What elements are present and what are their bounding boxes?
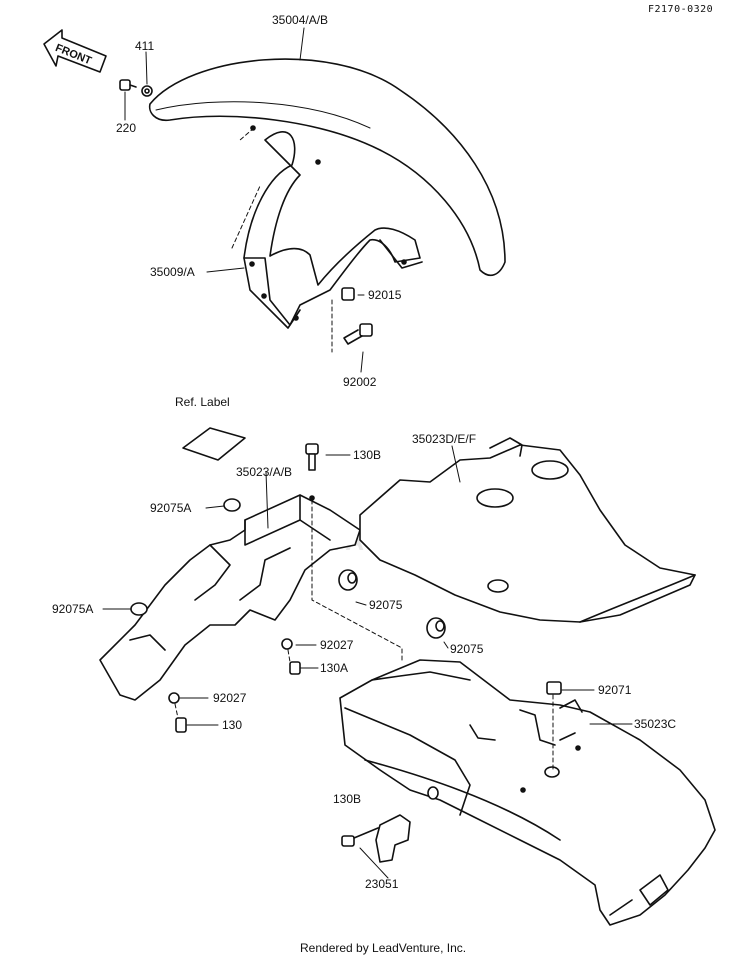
bolt-92002-icon bbox=[343, 323, 373, 345]
bolt-130a-icon bbox=[289, 661, 301, 675]
clamp-23051-icon bbox=[375, 814, 411, 863]
collar-92027-b-icon bbox=[168, 692, 180, 704]
part-92027-label-2[interactable]: 92027 bbox=[213, 691, 247, 705]
nut-92015-icon bbox=[341, 287, 355, 301]
bolt-220-icon bbox=[119, 79, 137, 91]
bolt-130b-bottom-icon bbox=[341, 827, 379, 847]
rear-fender-front-piece bbox=[99, 494, 361, 701]
bolt-130-icon bbox=[175, 717, 187, 733]
part-130-label[interactable]: 130 bbox=[222, 718, 243, 732]
diagram-code: F2170-0320 bbox=[648, 4, 714, 15]
front-fender bbox=[148, 58, 506, 277]
inner-fender bbox=[339, 659, 716, 926]
ref-label-text: Ref. Label bbox=[175, 395, 230, 409]
nut-92071-icon bbox=[546, 681, 562, 695]
part-92075-label-1[interactable]: 92075 bbox=[369, 598, 403, 612]
grommet-92075a-icon bbox=[223, 498, 241, 512]
part-130b-top-label[interactable]: 130B bbox=[353, 448, 382, 462]
part-35023ab-label[interactable]: 35023/A/B bbox=[236, 465, 293, 479]
part-92071-label[interactable]: 92071 bbox=[598, 683, 632, 697]
grommet-92075-b-icon bbox=[426, 617, 446, 639]
ref-label-icon bbox=[182, 427, 246, 461]
rear-fender-rear-piece bbox=[359, 437, 696, 623]
fender-stay bbox=[243, 131, 423, 329]
part-35023c-label[interactable]: 35023C bbox=[634, 717, 677, 731]
part-23051-label[interactable]: 23051 bbox=[365, 877, 399, 891]
part-92027-label-1[interactable]: 92027 bbox=[320, 638, 354, 652]
front-arrow-icon bbox=[43, 29, 107, 73]
leader-lines bbox=[102, 27, 633, 879]
part-35023def-label[interactable]: 35023D/E/F bbox=[412, 432, 477, 446]
part-92075a-label-2[interactable]: 92075A bbox=[52, 602, 94, 616]
washer-411-icon bbox=[141, 85, 153, 97]
part-35009-label[interactable]: 35009/A bbox=[150, 265, 195, 279]
part-130a-label[interactable]: 130A bbox=[320, 661, 349, 675]
part-220-label[interactable]: 220 bbox=[116, 121, 137, 135]
part-92075a-label-1[interactable]: 92075A bbox=[150, 501, 192, 515]
part-92075-label-2[interactable]: 92075 bbox=[450, 642, 484, 656]
part-411-label[interactable]: 411 bbox=[135, 39, 155, 53]
part-35004-label[interactable]: 35004/A/B bbox=[272, 13, 329, 27]
collar-92027-icon bbox=[281, 638, 293, 650]
part-130b-bottom-label[interactable]: 130B bbox=[333, 792, 362, 806]
part-92015-label[interactable]: 92015 bbox=[368, 288, 402, 302]
grommet-92075-icon bbox=[338, 569, 358, 591]
bolt-130b-top-icon bbox=[305, 443, 319, 471]
grommet-92075a-b-icon bbox=[130, 602, 148, 616]
footer-credit: Rendered by LeadVenture, Inc. bbox=[300, 941, 467, 955]
part-92002-label[interactable]: 92002 bbox=[343, 375, 377, 389]
